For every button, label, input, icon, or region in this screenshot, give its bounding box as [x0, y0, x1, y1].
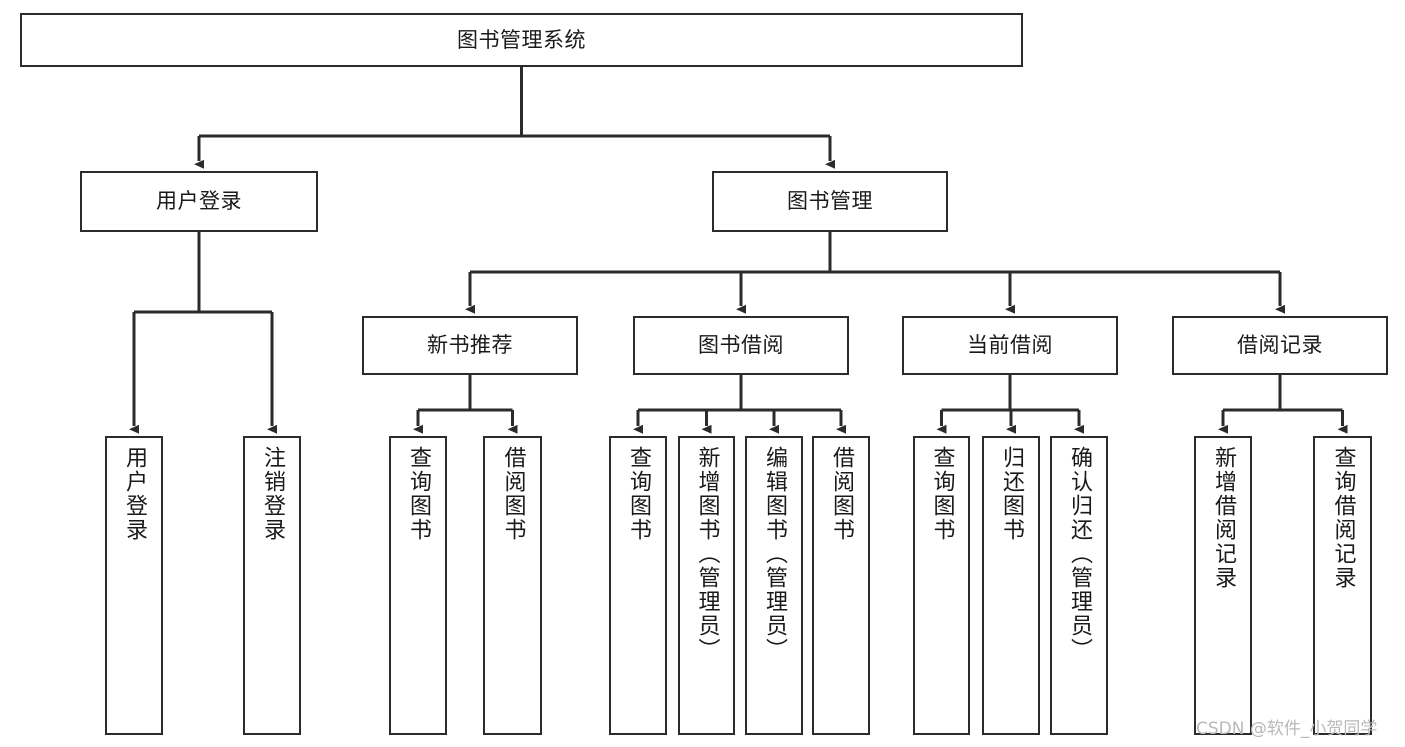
node-leaf-query-book-current[interactable]: 查询图书: [913, 436, 970, 735]
node-leaf-add-borrow-record[interactable]: 新增借阅记录: [1194, 436, 1252, 735]
node-label: 查询借阅记录: [1330, 446, 1356, 590]
node-user-login[interactable]: 用户登录: [80, 171, 318, 232]
node-leaf-user-login[interactable]: 用户登录: [105, 436, 163, 735]
node-leaf-confirm-return-admin[interactable]: 确认归还（管理员）: [1050, 436, 1108, 735]
node-leaf-borrow-book-rec[interactable]: 借阅图书: [483, 436, 542, 735]
node-label: 查询图书: [929, 446, 955, 542]
node-label: 注销登录: [260, 446, 285, 542]
node-label: 确认归还（管理员）: [1067, 446, 1092, 662]
node-label: 借阅记录: [1237, 333, 1323, 358]
node-leaf-query-book-borrow[interactable]: 查询图书: [609, 436, 667, 735]
node-leaf-query-book-rec[interactable]: 查询图书: [389, 436, 447, 735]
node-label: 新增借阅记录: [1211, 446, 1236, 590]
node-label: 归还图书: [999, 446, 1024, 542]
node-label: 借阅图书: [500, 446, 526, 542]
node-leaf-query-borrow-record[interactable]: 查询借阅记录: [1313, 436, 1372, 735]
node-root[interactable]: 图书管理系统: [20, 13, 1023, 67]
node-borrow-record[interactable]: 借阅记录: [1172, 316, 1388, 375]
node-book-borrow[interactable]: 图书借阅: [633, 316, 849, 375]
node-label: 当前借阅: [967, 333, 1053, 358]
node-current-borrow[interactable]: 当前借阅: [902, 316, 1118, 375]
node-leaf-user-logout[interactable]: 注销登录: [243, 436, 301, 735]
node-leaf-add-book-admin[interactable]: 新增图书（管理员）: [678, 436, 735, 735]
node-leaf-borrow-book[interactable]: 借阅图书: [812, 436, 870, 735]
node-label: 图书管理: [787, 189, 873, 214]
node-label: 编辑图书（管理员）: [762, 446, 787, 662]
node-label: 用户登录: [156, 189, 242, 214]
node-leaf-edit-book-admin[interactable]: 编辑图书（管理员）: [745, 436, 803, 735]
node-book-management[interactable]: 图书管理: [712, 171, 948, 232]
node-label: 查询图书: [626, 446, 651, 542]
node-label: 图书管理系统: [457, 27, 586, 52]
csdn-watermark: CSDN @软件_小贺同学: [1196, 719, 1378, 739]
node-label: 新书推荐: [427, 333, 513, 358]
node-label: 借阅图书: [829, 446, 854, 542]
node-label: 查询图书: [406, 446, 431, 542]
node-leaf-return-book[interactable]: 归还图书: [982, 436, 1040, 735]
node-label: 新增图书（管理员）: [694, 446, 720, 662]
node-label: 图书借阅: [698, 333, 784, 358]
node-new-book-recommend[interactable]: 新书推荐: [362, 316, 578, 375]
node-label: 用户登录: [122, 446, 147, 542]
